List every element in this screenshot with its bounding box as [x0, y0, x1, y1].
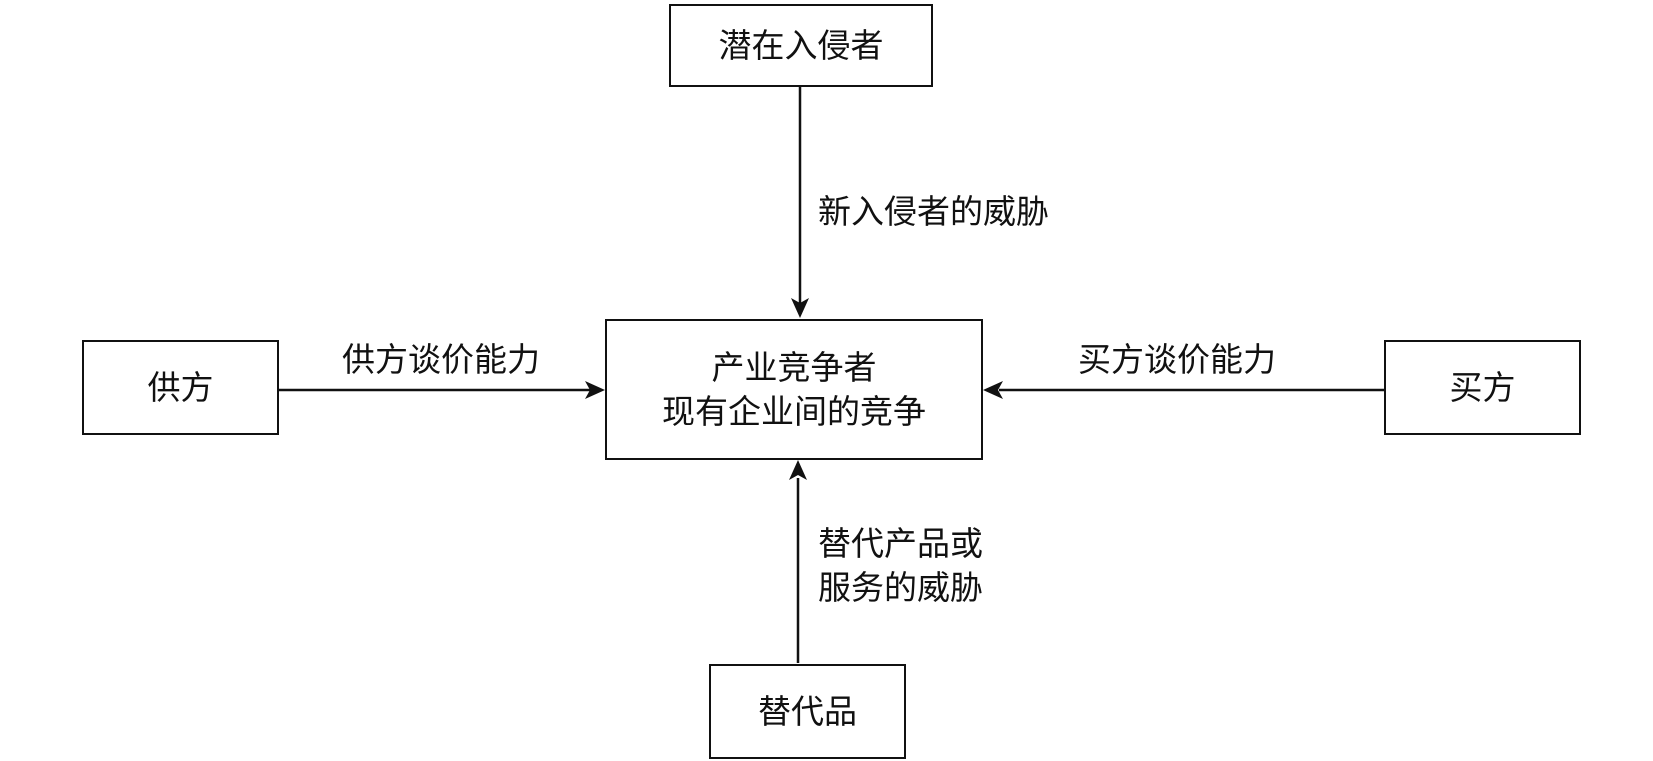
arrowhead-up-icon [789, 460, 807, 480]
edge-label-buyers: 买方谈价能力 [1078, 340, 1276, 379]
node-industry-competitors: 产业竞争者 现有企业间的竞争 [605, 319, 983, 460]
edge-label-entrants: 新入侵者的威胁 [818, 192, 1049, 231]
node-buyers: 买方 [1384, 340, 1581, 435]
node-substitutes: 替代品 [709, 664, 906, 759]
arrowhead-down-icon [791, 298, 809, 318]
node-label: 买方 [1449, 367, 1516, 407]
edge-label-line2: 服务的威胁 [818, 568, 983, 607]
node-label: 潜在入侵者 [718, 25, 884, 65]
edge-label-line1: 替代产品或 [818, 524, 983, 563]
edge-label-suppliers: 供方谈价能力 [342, 340, 540, 379]
node-label: 供方 [147, 367, 214, 407]
edge-label-substitutes: 替代产品或 服务的威胁 [818, 522, 983, 610]
arrowhead-left-icon [983, 381, 1003, 399]
node-potential-entrants: 潜在入侵者 [669, 4, 933, 87]
node-suppliers: 供方 [82, 340, 279, 435]
node-label: 替代品 [758, 691, 857, 731]
node-label-line1: 产业竞争者 [711, 347, 877, 387]
node-label-line2: 现有企业间的竞争 [662, 391, 926, 431]
arrowhead-right-icon [585, 381, 605, 399]
